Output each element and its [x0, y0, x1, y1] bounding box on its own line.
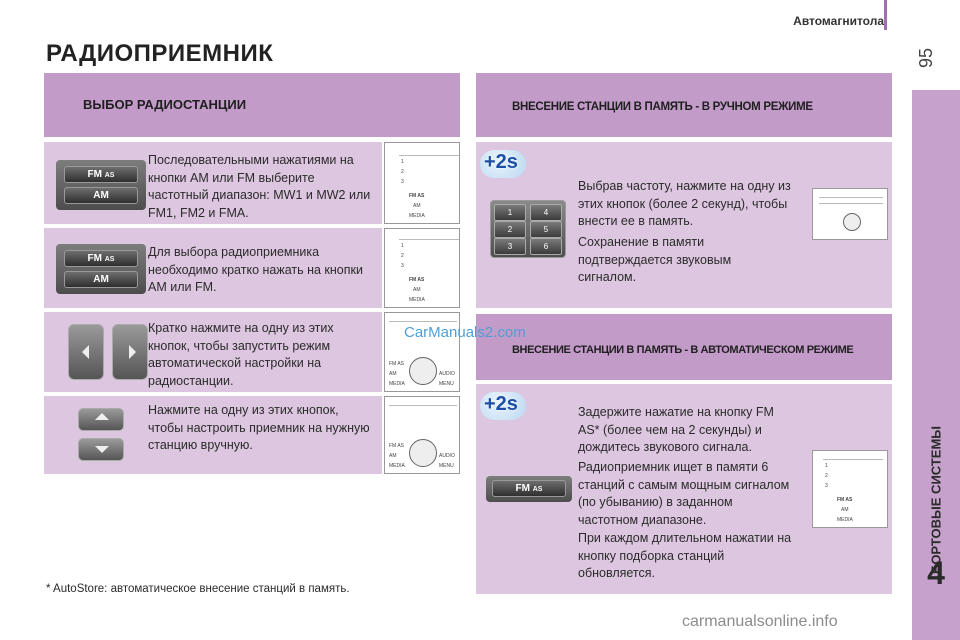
am-key: AM — [64, 187, 138, 204]
manual-memory-heading-box: ВНЕСЕНИЕ СТАНЦИИ В ПАМЯТЬ - В РУЧНОМ РЕЖ… — [476, 73, 892, 137]
seek-right-button-image — [112, 324, 148, 380]
manual-memory-text-2: Сохранение в памяти подтверждается звуко… — [578, 235, 732, 284]
chapter-title: БОРТОВЫЕ СИСТЕМЫ — [928, 425, 944, 575]
watermark-carmanualsonline: carmanualsonline.info — [682, 613, 838, 630]
tune-up-button-image — [78, 408, 124, 431]
radio-source-box: FM AS AM Для выбора радиоприемника необх… — [44, 228, 382, 308]
seek-left-button-image — [68, 324, 104, 380]
auto-memory-text-1: Задержите нажатие на кнопку FM AS* (боле… — [578, 405, 774, 454]
auto-memory-text-2: Радиоприемник ищет в памяти 6 станций с … — [578, 460, 790, 527]
auto-memory-text-3: При каждом длительном нажатии на кнопку … — [578, 531, 792, 580]
auto-memory-box: +2s FM AS Задержите нажатие на кнопку FM… — [476, 384, 892, 594]
header-accent-bar — [884, 0, 887, 30]
tune-down-button-image — [78, 438, 124, 461]
hold-2s-badge: +2s — [480, 150, 526, 178]
autostore-footnote: * AutoStore: автоматическое внесение ста… — [46, 583, 350, 595]
auto-memory-heading: ВНЕСЕНИЕ СТАНЦИИ В ПАМЯТЬ - В АВТОМАТИЧЕ… — [512, 344, 854, 356]
station-select-heading: ВЫБОР РАДИОСТАНЦИИ — [83, 97, 247, 112]
fm-as-key-2: FM AS — [64, 250, 138, 267]
manual-memory-text-1: Выбрав частоту, нажмите на одну из этих … — [578, 179, 791, 228]
auto-memory-heading-box: ВНЕСЕНИЕ СТАНЦИИ В ПАМЯТЬ - В АВТОМАТИЧЕ… — [476, 314, 892, 380]
chapter-side-tab: БОРТОВЫЕ СИСТЕМЫ 4 — [912, 90, 960, 640]
page-title: РАДИОПРИЕМНИК — [46, 40, 274, 67]
am-key-2: AM — [64, 271, 138, 288]
page-number: 95 — [916, 47, 936, 68]
band-select-text: Последовательными нажатиями на кнопки AM… — [148, 153, 371, 220]
header-section-title: Автомагнитола — [793, 14, 884, 28]
auto-seek-text: Кратко нажмите на одну из этих кнопок, ч… — [148, 321, 334, 388]
band-select-box: FM AS AM Последовательными нажатиями на … — [44, 142, 382, 224]
hold-2s-badge-2: +2s — [480, 392, 526, 420]
fm-am-buttons-image: FM AS AM — [56, 160, 146, 210]
fm-as-key-3: FM AS — [492, 480, 566, 497]
chapter-number: 4 — [927, 555, 945, 591]
radio-panel-thumbnail-4: FM AS AM MEDIA AUDIO MENU — [384, 396, 460, 474]
fm-as-key: FM AS — [64, 166, 138, 183]
manual-memory-box: +2s 1 4 2 5 3 6 Выбрав частоту, нажмите … — [476, 142, 892, 308]
manual-tune-box: Нажмите на одну из этих кнопок, чтобы на… — [44, 396, 382, 474]
fm-as-button-image: FM AS — [486, 476, 572, 502]
fm-am-buttons-image-2: FM AS AM — [56, 244, 146, 294]
radio-panel-thumbnail-5 — [812, 188, 888, 240]
station-select-heading-box: ВЫБОР РАДИОСТАНЦИИ — [44, 73, 460, 137]
watermark-carmanuals2: CarManuals2.com — [404, 324, 526, 341]
radio-source-text: Для выбора радиоприемника необходимо кра… — [148, 245, 363, 294]
auto-seek-box: Кратко нажмите на одну из этих кнопок, ч… — [44, 312, 382, 392]
radio-panel-thumbnail-3: FM AS AM MEDIA AUDIO MENU — [384, 312, 460, 392]
manual-memory-heading: ВНЕСЕНИЕ СТАНЦИИ В ПАМЯТЬ - В РУЧНОМ РЕЖ… — [512, 101, 813, 113]
preset-buttons-image: 1 4 2 5 3 6 — [490, 200, 566, 258]
manual-tune-text: Нажмите на одну из этих кнопок, чтобы на… — [148, 403, 370, 452]
